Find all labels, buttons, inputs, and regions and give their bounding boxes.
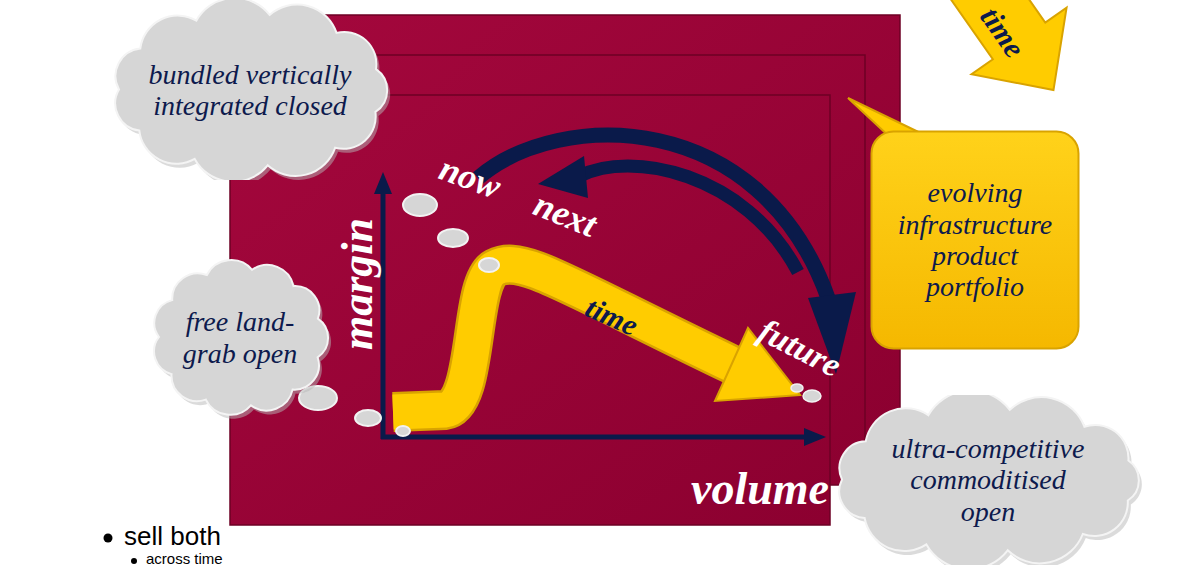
thought-cloud: bundled vertically integrated closed — [105, 0, 395, 180]
bullet — [104, 534, 113, 543]
return-arrow — [580, 166, 798, 272]
thought-bubble — [803, 390, 821, 402]
arrow-label: time — [974, 1, 1032, 64]
text-holder: evolving infrastructure product portfoli… — [891, 177, 1059, 302]
box-shape — [872, 132, 1079, 349]
thought-cloud: ultra-competitive commoditised open — [828, 395, 1148, 565]
cloud-shape — [839, 395, 1139, 565]
phase-label: future — [753, 312, 847, 385]
text-holder: bundled vertically integrated closed — [133, 59, 368, 122]
volume-axis — [381, 435, 808, 440]
text-holder: ultra-competitive commoditised open — [886, 433, 1091, 527]
callout-text: evolving infrastructure product portfoli… — [891, 177, 1059, 302]
callout-box: evolving infrastructure product portfoli… — [870, 130, 1080, 350]
thought-bubble — [403, 194, 437, 216]
time-arrow-edge — [393, 265, 733, 412]
time-block-arrow — [904, 0, 1101, 123]
axis-head — [804, 428, 826, 446]
arrow-label: time — [581, 290, 643, 342]
node-content: free land-grab open — [145, 255, 335, 420]
cloud-shape — [115, 0, 387, 180]
thought-bubble — [479, 258, 499, 272]
cloud-text: free land-grab open — [176, 306, 304, 369]
cloud-shape — [154, 260, 328, 415]
phase-label: now — [434, 149, 506, 207]
axis-head — [374, 172, 392, 194]
cloud-text: bundled vertically integrated closed — [133, 59, 368, 122]
axis-label: margin — [334, 218, 382, 350]
time-block-arrow-shape — [904, 0, 1101, 123]
cycle-arrow — [478, 135, 828, 298]
thought-bubble — [355, 410, 381, 426]
time-arrow — [393, 265, 733, 412]
node-content: evolving infrastructure product portfoli… — [870, 130, 1080, 350]
bullet-text: sell both — [124, 522, 221, 551]
cloud-text: ultra-competitive commoditised open — [886, 433, 1091, 527]
thought-cloud: free land-grab open — [145, 255, 335, 420]
thought-bubble — [438, 229, 468, 247]
axis-label: volume — [691, 464, 829, 515]
bullet — [131, 558, 137, 564]
thought-bubble — [791, 384, 803, 392]
node-content: ultra-competitive commoditised open — [828, 395, 1148, 565]
phase-label: next — [528, 185, 602, 246]
bullet-text: across time — [146, 551, 223, 568]
thought-bubble — [396, 426, 410, 436]
node-content: bundled vertically integrated closed — [105, 0, 395, 180]
text-holder: free land-grab open — [176, 306, 304, 369]
